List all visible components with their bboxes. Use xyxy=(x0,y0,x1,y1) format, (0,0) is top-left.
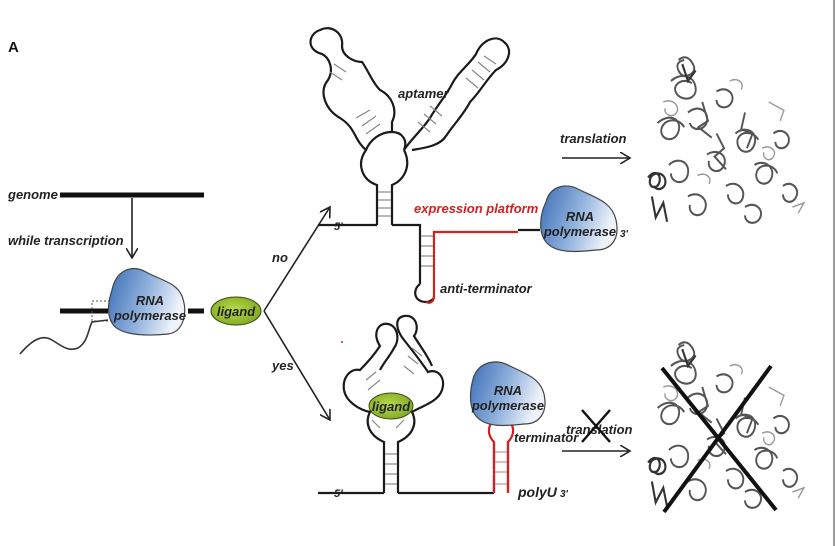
five-prime-label: 5' xyxy=(334,488,343,500)
terminator-base-pairs xyxy=(495,451,507,485)
translation-label: translation xyxy=(560,131,627,146)
polymerase-shape xyxy=(540,185,618,253)
decision-branches: no yes xyxy=(263,207,343,420)
polymerase-label-line2: polymerase xyxy=(471,398,544,413)
rna-polymerase-free: RNA polymerase xyxy=(469,361,546,427)
helix-base-pairs xyxy=(329,55,497,267)
polymerase-label-line2: polymerase xyxy=(113,308,186,323)
three-prime-label: 3' xyxy=(620,229,629,240)
top-riboswitch-off-state: aptamer expression platform anti-termina… xyxy=(309,27,806,304)
terminator-label: terminator xyxy=(514,430,579,445)
translation-cross-line-2 xyxy=(581,409,611,443)
terminator-hairpin xyxy=(487,416,515,493)
anti-terminator-label: anti-terminator xyxy=(440,281,533,296)
polymerase-shape xyxy=(469,361,546,427)
ligand-shape xyxy=(368,392,414,420)
polyu-label: polyU xyxy=(517,484,558,500)
three-prime-label: 3' xyxy=(560,489,569,500)
rna-polymerase-left: RNA polymerase xyxy=(107,268,186,336)
ligand-label: ligand xyxy=(217,304,256,319)
polymerase-label-line2: polymerase xyxy=(543,224,616,239)
ligand-bound: ligand xyxy=(368,392,414,420)
yes-arrow xyxy=(263,310,330,420)
panel-label: A xyxy=(8,39,19,56)
expression-platform-label: expression platform xyxy=(414,201,539,216)
aptamer-label: aptamer xyxy=(398,86,450,101)
right-border xyxy=(833,0,835,546)
expression-platform-strand xyxy=(425,230,518,304)
five-prime-label: 5' xyxy=(334,221,343,233)
genome-section: genome while transcription RNA polymeras… xyxy=(7,187,262,355)
mrna-strand xyxy=(19,319,109,355)
yes-label: yes xyxy=(271,358,294,373)
polymerase-shape xyxy=(107,268,186,336)
while-transcription-label: while transcription xyxy=(8,233,124,248)
polymerase-label-line1: RNA xyxy=(566,209,594,224)
ligand-label: ligand xyxy=(372,399,411,414)
no-label: no xyxy=(272,250,288,265)
bottom-riboswitch-on-state: ligand terminator polyU 3' 5' RNA polyme… xyxy=(318,314,806,514)
ligand-left: ligand xyxy=(210,296,262,326)
ligand-shape xyxy=(210,296,262,326)
polymerase-label-line1: RNA xyxy=(494,383,522,398)
polymerase-label-line1: RNA xyxy=(136,293,164,308)
helix-base-pairs xyxy=(365,347,423,485)
protein-structure-icon xyxy=(646,56,806,225)
aptamer-structure xyxy=(309,27,540,304)
stray-dot xyxy=(341,341,343,343)
genome-label: genome xyxy=(7,187,58,202)
rna-polymerase-top: RNA polymerase xyxy=(540,185,618,253)
protein-cross-line-2 xyxy=(662,364,773,514)
